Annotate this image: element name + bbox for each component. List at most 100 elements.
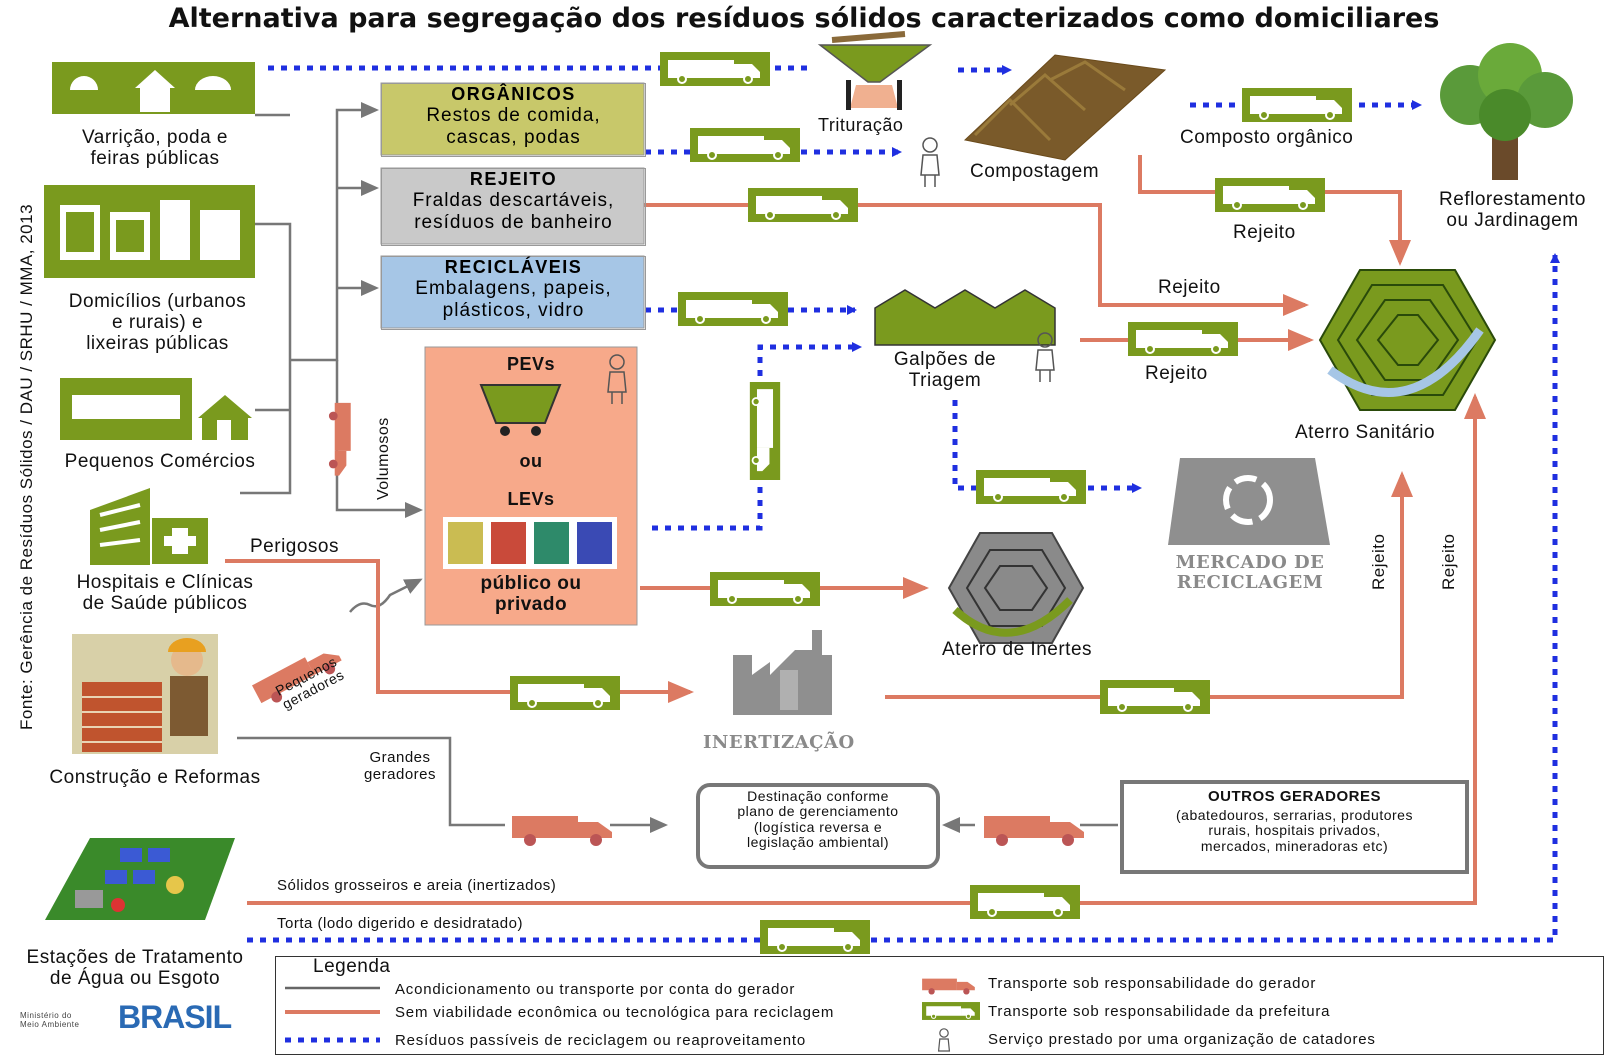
catador-icons (607, 137, 1055, 404)
reciclaveis-text: Embalagens, papeis, plásticos, vidro (415, 277, 612, 321)
label-torta: Torta (lodo digerido e desidratado) (277, 915, 523, 932)
page-title: Alternativa para segregação dos resíduos… (168, 3, 1440, 34)
truck-composto (1242, 88, 1352, 122)
line-grandes-geradores (237, 736, 505, 827)
outros-title: OUTROS GERADORES (1207, 788, 1381, 805)
red-rejeito-to-aterro (640, 203, 1309, 316)
legend-red-truck: Transporte sob responsabilidade do gerad… (988, 975, 1317, 992)
truck-grandes-geradores (512, 816, 612, 846)
box-reciclaveis: RECICLÁVEIS Embalagens, papeis, plástico… (381, 256, 646, 330)
icon-construcao (72, 634, 218, 754)
label-varricao: Varrição, poda e feiras públicas (81, 127, 228, 169)
icon-estacoes (45, 838, 235, 920)
truck-torta (760, 920, 870, 954)
truck-inertizacao (1100, 680, 1210, 714)
tree-icon (1440, 43, 1573, 180)
legend-title: Legenda (305, 956, 399, 978)
label-grandes-geradores: Grandes geradores (363, 749, 437, 783)
line-to-organicos (290, 102, 379, 362)
truck-pev-inertes (710, 572, 820, 606)
truck-varricao (660, 52, 770, 86)
label-perigosos: Perigosos (250, 536, 339, 557)
red-solidos (247, 393, 1486, 905)
logo-ministerio: Ministério do Meio Ambiente (20, 1011, 80, 1029)
legend-catador: Serviço prestado por uma organização de … (988, 1031, 1376, 1048)
reciclaveis-title: RECICLÁVEIS (444, 257, 583, 277)
pev-ou: ou (519, 451, 543, 471)
label-volumosos: Volumosos (375, 417, 392, 500)
truck-rejeito (748, 188, 858, 222)
red-inertizacao-to-aterro (885, 471, 1413, 699)
icon-comercios (60, 378, 252, 440)
truck-perigosos (510, 676, 620, 710)
icon-domicilios (44, 185, 255, 278)
label-composto: Composto orgânico (1180, 127, 1354, 148)
legend-green-truck: Transporte sob responsabilidade da prefe… (988, 1003, 1331, 1020)
icon-varricao (52, 62, 255, 114)
label-inertizacao: INERTIZAÇÃO (703, 732, 855, 753)
compostagem-icon (963, 54, 1167, 161)
outros-text: (abatedouros, serrarias, produtores rura… (1176, 807, 1413, 854)
rejeito-text: Fraldas descartáveis, resíduos de banhei… (412, 189, 615, 233)
label-mercado: MERCADO DE RECICLAGEM (1175, 552, 1325, 593)
aterro-inertes-icon (947, 532, 1085, 644)
line-pequenos-geradores (349, 578, 423, 613)
label-rejeito-line: Rejeito (1158, 277, 1221, 298)
label-rejeito-vert2: Rejeito (1439, 533, 1458, 590)
organicos-text: Restos de comida, cascas, podas (426, 104, 601, 148)
label-aterro-inertes: Aterro de Inertes (942, 639, 1093, 660)
legend-red-line: Sem viabilidade econômica ou tecnológica… (395, 1004, 835, 1021)
organicos-title: ORGÂNICOS (451, 84, 576, 104)
legend-box (275, 956, 1604, 1055)
truck-compost-rejeito (1215, 178, 1325, 212)
inertizacao-icon (733, 630, 832, 715)
label-rejeito-compost: Rejeito (1233, 222, 1296, 243)
box-organicos: ORGÂNICOS Restos de comida, cascas, poda… (381, 83, 646, 157)
truck-volumosos (328, 402, 351, 476)
truck-solidos (970, 885, 1080, 919)
label-domicilios: Domicílios (urbanos e rurais) e lixeiras… (68, 291, 247, 354)
truck-galpoes-rejeito (1128, 322, 1238, 356)
galpoes-icon (874, 289, 1056, 346)
label-hospitais: Hospitais e Clínicas de Saúde públicos (76, 572, 254, 614)
truck-reciclaveis (678, 292, 788, 326)
truck-outros-geradores (984, 816, 1084, 846)
box-organicos-bg (380, 82, 645, 156)
label-comercios: Pequenos Comércios (64, 451, 256, 472)
box-outros-bg (1120, 780, 1469, 874)
gray-lines (237, 102, 1118, 833)
box-reciclaveis-bg (380, 255, 645, 329)
legend-blue-line: Resíduos passíveis de reciclagem ou reap… (395, 1032, 806, 1049)
box-rejeito: REJEITO Fraldas descartáveis, resíduos d… (381, 168, 646, 246)
source-credit: Fonte: Gerência de Resíduos Sólidos / DA… (17, 203, 36, 730)
mercado-icon (1168, 458, 1330, 545)
truck-organicos (690, 128, 800, 162)
label-galpoes: Galpões de Triagem (893, 349, 997, 391)
legend-gray-line: Acondicionamento ou transporte por conta… (395, 981, 796, 998)
icon-hospitais (90, 488, 208, 565)
label-construcao: Construção e Reformas (49, 767, 261, 788)
trituracao-icon (817, 31, 933, 110)
label-estacoes: Estações de Tratamento de Água ou Esgoto (26, 947, 244, 989)
label-solidos: Sólidos grosseiros e areia (inertizados) (277, 877, 557, 894)
label-compostagem: Compostagem (970, 161, 1100, 182)
truck-lev-vertical (748, 382, 782, 480)
label-aterro-sanitario: Aterro Sanitário (1295, 422, 1436, 443)
destinacao-text: Destinação conforme plano de gerenciamen… (737, 788, 899, 851)
rejeito-title: REJEITO (469, 169, 558, 189)
lev-bins (443, 517, 617, 569)
logo-brasil: BRASIL (118, 999, 232, 1035)
label-reflorestamento: Reflorestamento ou Jardinagem (1439, 189, 1586, 231)
label-rejeito-galpoes: Rejeito (1145, 363, 1208, 384)
legend-graphics (285, 978, 980, 1052)
box-destinacao-bg (696, 783, 940, 869)
aterro-sanitario-icon (1318, 269, 1497, 411)
pev-label: PEVs (506, 354, 556, 374)
label-rejeito-vert1: Rejeito (1369, 533, 1388, 590)
label-trituracao: Trituração (818, 115, 904, 135)
lev-label: LEVs (507, 489, 555, 509)
pev-container-icon (479, 384, 562, 436)
pev-publico-privado: público ou privado (480, 573, 582, 615)
